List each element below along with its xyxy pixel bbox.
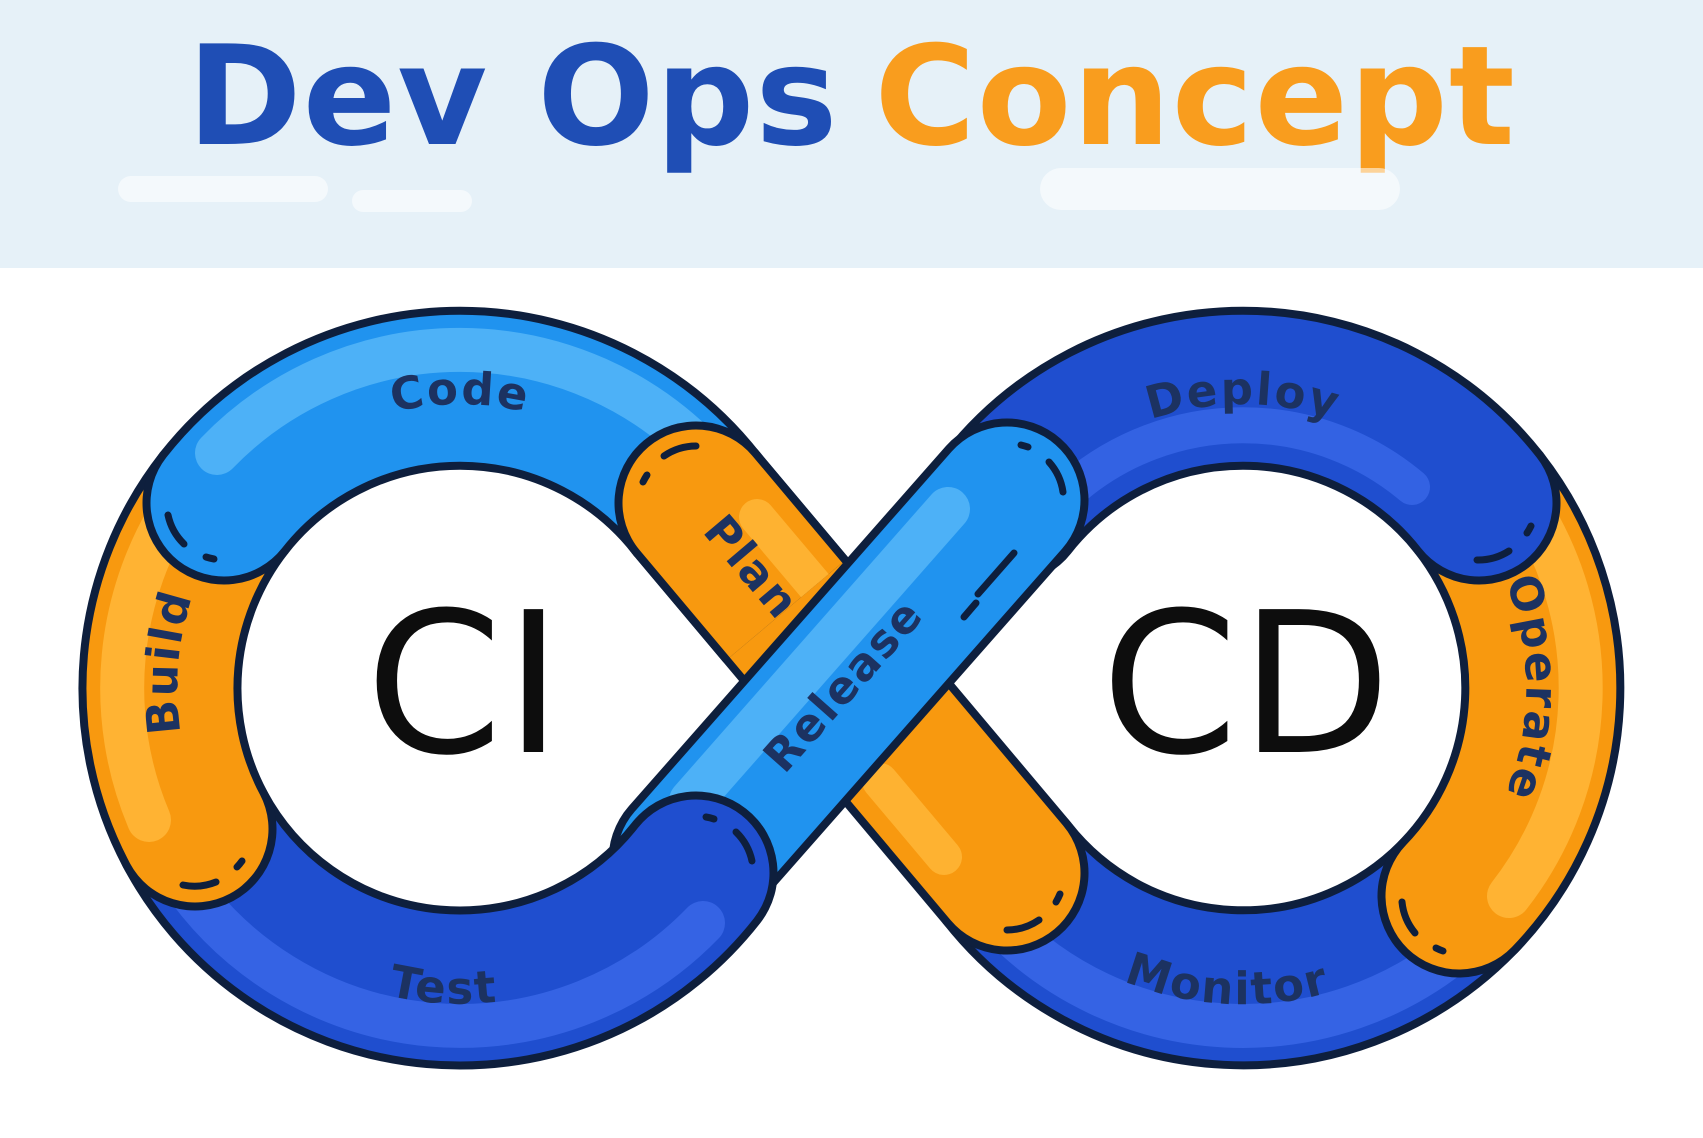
plan-bottom-cap-dash — [1052, 890, 1064, 906]
title-concept: Concept — [874, 15, 1516, 177]
release-detail-dash — [974, 549, 1018, 598]
release-cap-dash — [1045, 458, 1067, 496]
plan-cap-dash — [639, 471, 651, 486]
build-cap-dash — [233, 857, 246, 871]
header-streak — [352, 190, 472, 212]
plan-bottom-cap-dash — [1003, 916, 1043, 934]
deploy-cap-dash — [1523, 522, 1535, 537]
header-streak — [118, 176, 328, 202]
release-fill — [616, 426, 1081, 934]
release-sheen — [669, 487, 970, 823]
release-cap-dash — [1017, 441, 1032, 451]
cap-stitch-dashes — [164, 441, 1535, 955]
release-segment — [608, 418, 1089, 942]
operate-cap-dash — [1398, 898, 1419, 937]
test-fill — [121, 755, 770, 1062]
code-sheen — [195, 327, 725, 475]
release-detail-dash — [960, 599, 980, 621]
test-cap-dash — [702, 813, 718, 823]
cd-center-label: CD — [1101, 571, 1393, 799]
monitor-sheen — [978, 901, 1482, 1048]
code-cap-dash — [164, 511, 188, 548]
operate-cap-dash — [1432, 944, 1447, 955]
build-cap-dash — [179, 878, 220, 890]
deploy-sheen — [1056, 407, 1430, 505]
code-cap-dash — [202, 553, 218, 563]
title-devops: Dev Ops — [187, 15, 839, 177]
deploy-cap-dash — [1473, 547, 1513, 564]
header-streak — [1040, 168, 1400, 210]
plan-sheen-lower — [862, 763, 962, 875]
test-label: Test — [386, 954, 500, 1014]
ci-center-label: CI — [366, 571, 565, 799]
test-segment — [113, 747, 778, 1070]
test-cap-dash — [732, 828, 756, 865]
plan-cap-dash — [660, 442, 700, 460]
test-sheen — [158, 855, 725, 1048]
operate-sheen — [1487, 477, 1603, 918]
